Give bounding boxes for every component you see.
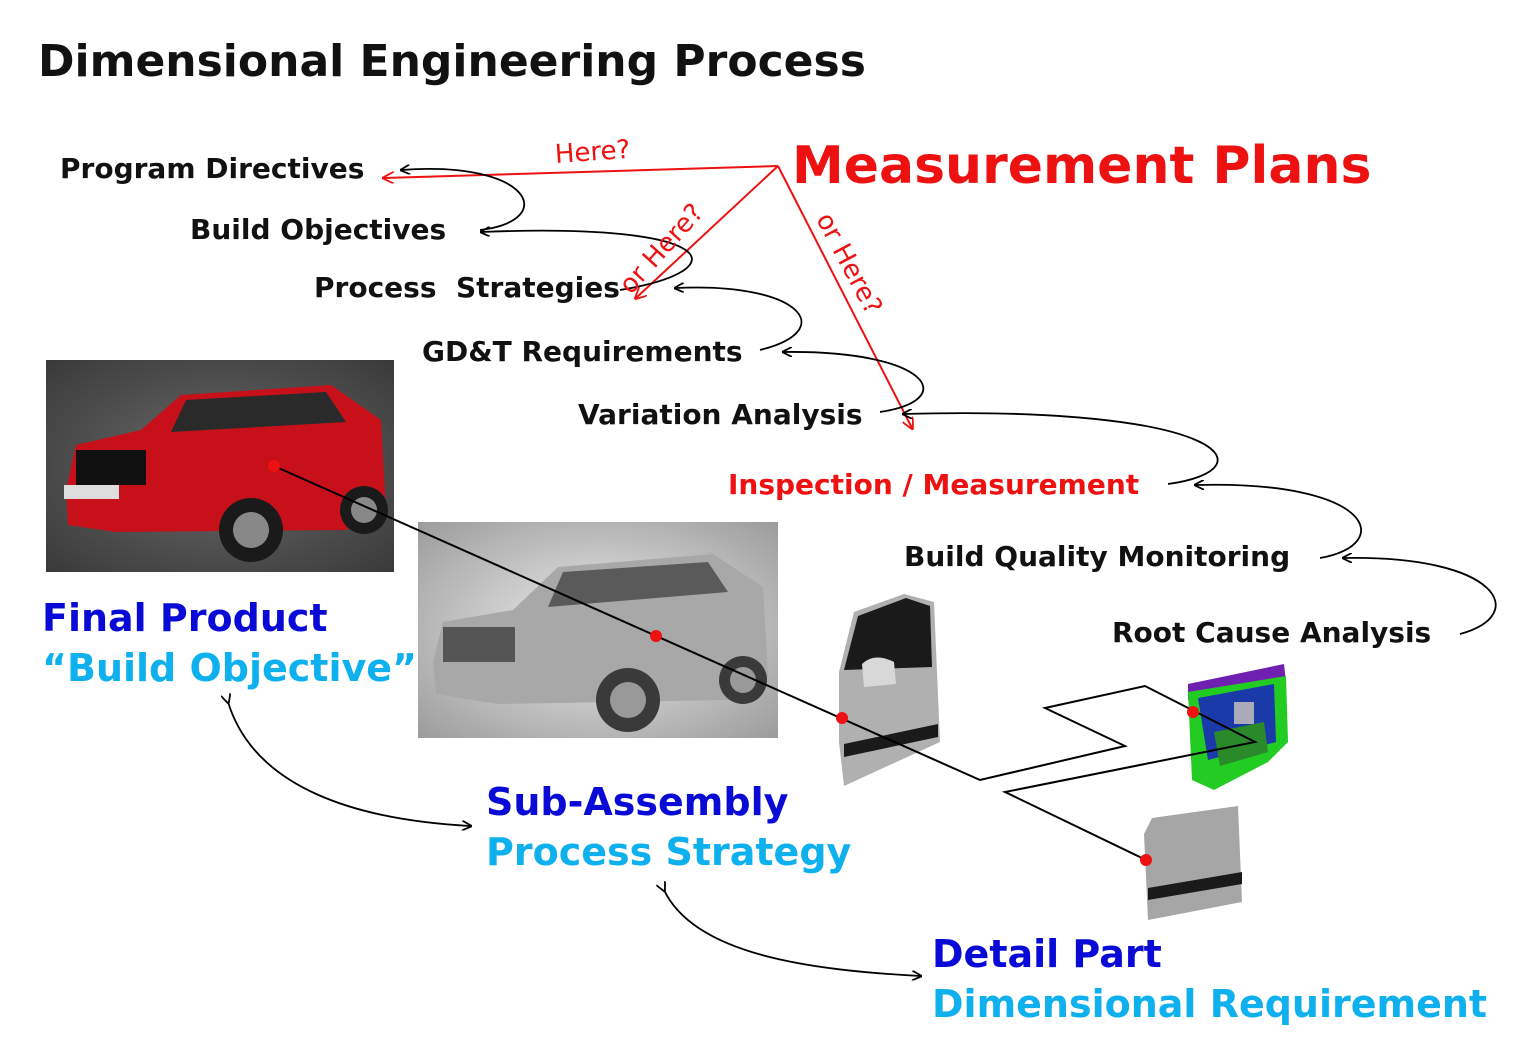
step-gdt-requirements: GD&T Requirements [422, 335, 743, 368]
door-panel-image [1142, 806, 1244, 922]
red-suv-image [46, 360, 394, 572]
hierarchy-arrows [228, 702, 920, 976]
step-program-directives: Program Directives [60, 152, 365, 185]
process-strategy-label: Process Strategy [486, 830, 852, 874]
step-process-strategies: Process Strategies [314, 271, 620, 304]
here-label: Here? [553, 134, 632, 170]
detail-part-label: Detail Part [932, 932, 1162, 976]
page-title: Dimensional Engineering Process [38, 36, 866, 87]
measurement-plan-arrows [384, 165, 912, 428]
step-build-objectives: Build Objectives [190, 213, 447, 246]
step-inspection-measurement: Inspection / Measurement [728, 468, 1140, 501]
sub-assembly-label: Sub-Assembly [486, 780, 789, 824]
dimensional-requirement-label: Dimensional Requirement [932, 982, 1488, 1026]
measurement-points [268, 460, 1199, 866]
gray-suv-image [418, 522, 778, 738]
step-build-quality-monitoring: Build Quality Monitoring [904, 540, 1291, 573]
final-product-label: Final Product [42, 596, 328, 640]
step-root-cause-analysis: Root Cause Analysis [1112, 616, 1432, 649]
feature-trace-line [273, 465, 1259, 861]
step-variation-analysis: Variation Analysis [578, 398, 863, 431]
process-step-connectors [402, 169, 1497, 635]
build-objective-label: “Build Objective” [42, 646, 418, 690]
measurement-plans-label: Measurement Plans [792, 136, 1372, 196]
